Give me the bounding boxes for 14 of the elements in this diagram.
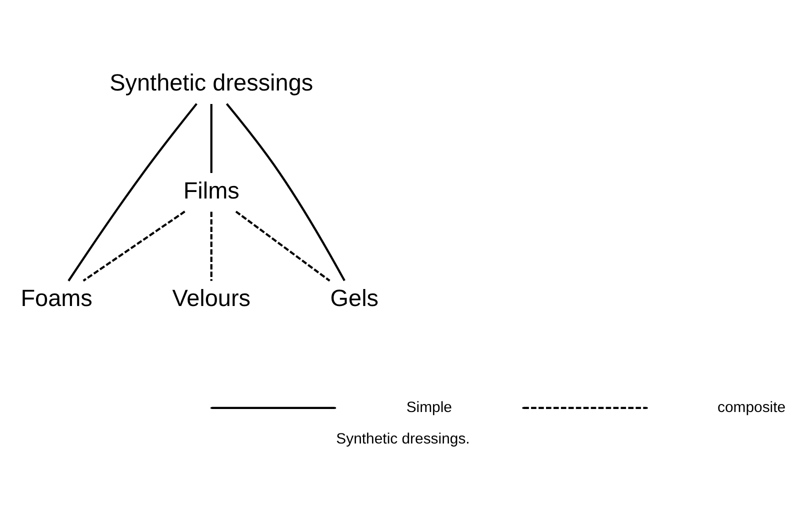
node-text: Foams [20, 284, 92, 311]
connector [210, 103, 212, 173]
connector [68, 102, 198, 281]
caption: Synthetic dressings. [336, 430, 470, 447]
node-text: Gels [330, 284, 379, 311]
node-text: Velours [172, 284, 251, 311]
connector [210, 211, 212, 280]
legend-label: composite [718, 398, 786, 416]
legend-label: Simple [406, 398, 452, 416]
connector [226, 102, 346, 281]
connector [82, 210, 186, 282]
connector [235, 210, 330, 282]
node-text: Synthetic dressings [110, 68, 314, 95]
node-text: Films [183, 176, 240, 203]
